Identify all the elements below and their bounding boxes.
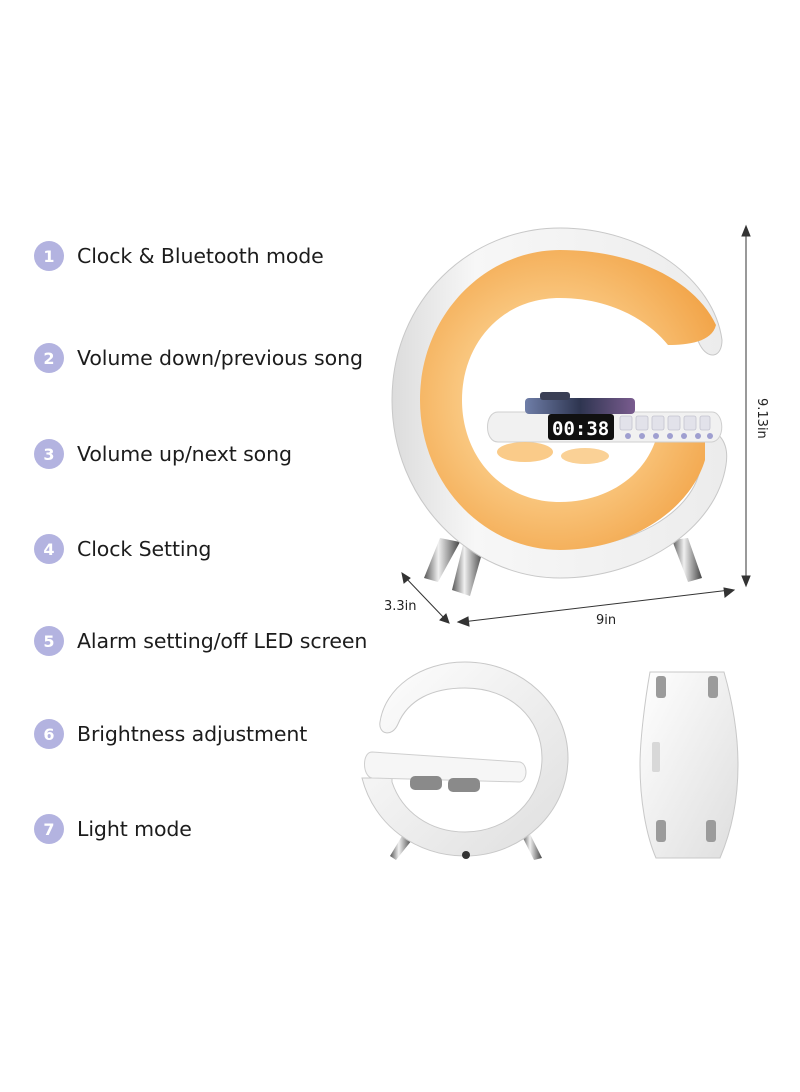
feature-item-clock-bluetooth: 1 Clock & Bluetooth mode bbox=[34, 236, 324, 276]
feature-number-badge: 5 bbox=[34, 626, 64, 656]
led-screen bbox=[548, 414, 614, 440]
feature-item-alarm-setting: 5 Alarm setting/off LED screen bbox=[34, 621, 367, 661]
button-row bbox=[619, 415, 711, 431]
dimension-height: 9.13in bbox=[754, 398, 769, 439]
lamp-bottom-view bbox=[639, 671, 739, 859]
led-clock-time: 00:38 bbox=[552, 418, 609, 440]
feature-number-badge: 7 bbox=[34, 814, 64, 844]
feature-item-brightness: 6 Brightness adjustment bbox=[34, 714, 307, 754]
dimension-width: 9in bbox=[596, 613, 616, 628]
feature-item-light-mode: 7 Light mode bbox=[34, 809, 192, 849]
lamp-glow-ring bbox=[420, 250, 716, 550]
phone-on-charger bbox=[525, 392, 635, 414]
feature-label: Light mode bbox=[77, 817, 192, 841]
feature-item-clock-setting: 4 Clock Setting bbox=[34, 529, 211, 569]
dimension-depth: 3.3in bbox=[384, 599, 417, 614]
feature-number-badge: 6 bbox=[34, 719, 64, 749]
lamp-legs bbox=[424, 538, 702, 596]
feature-label: Volume down/previous song bbox=[77, 346, 363, 370]
feature-number-badge: 2 bbox=[34, 343, 64, 373]
feature-label: Brightness adjustment bbox=[77, 722, 308, 746]
feature-number-badge: 4 bbox=[34, 534, 64, 564]
lamp-front-view-unlit bbox=[361, 661, 569, 860]
main-lamp: 00:38 bbox=[391, 227, 728, 596]
feature-label: Alarm setting/off LED screen bbox=[77, 629, 368, 653]
feature-number-badge: 1 bbox=[34, 241, 64, 271]
dimension-lines bbox=[401, 224, 751, 627]
feature-list: 1 Clock & Bluetooth mode 2 Volume down/p… bbox=[34, 0, 394, 1092]
feature-label: Volume up/next song bbox=[77, 442, 292, 466]
feature-number-badge: 3 bbox=[34, 439, 64, 469]
feature-item-volume-down: 2 Volume down/previous song bbox=[34, 338, 363, 378]
feature-label: Clock & Bluetooth mode bbox=[77, 244, 324, 268]
feature-label: Clock Setting bbox=[77, 537, 212, 561]
button-dots bbox=[625, 433, 713, 439]
feature-item-volume-up: 3 Volume up/next song bbox=[34, 434, 292, 474]
